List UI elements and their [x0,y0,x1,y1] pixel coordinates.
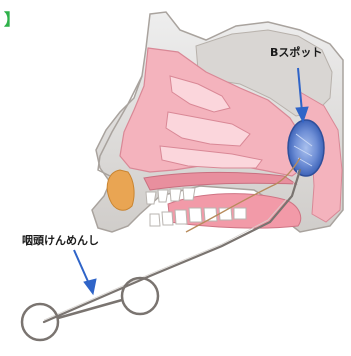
handle-ring-left [22,304,58,340]
corner-bracket: 】 [4,6,20,30]
handle-ring-right [122,278,158,314]
swab-label: 咽頭けんめんし [22,232,99,248]
swab-arrow [74,250,96,294]
b-spot-label: Bスポット [270,44,322,60]
